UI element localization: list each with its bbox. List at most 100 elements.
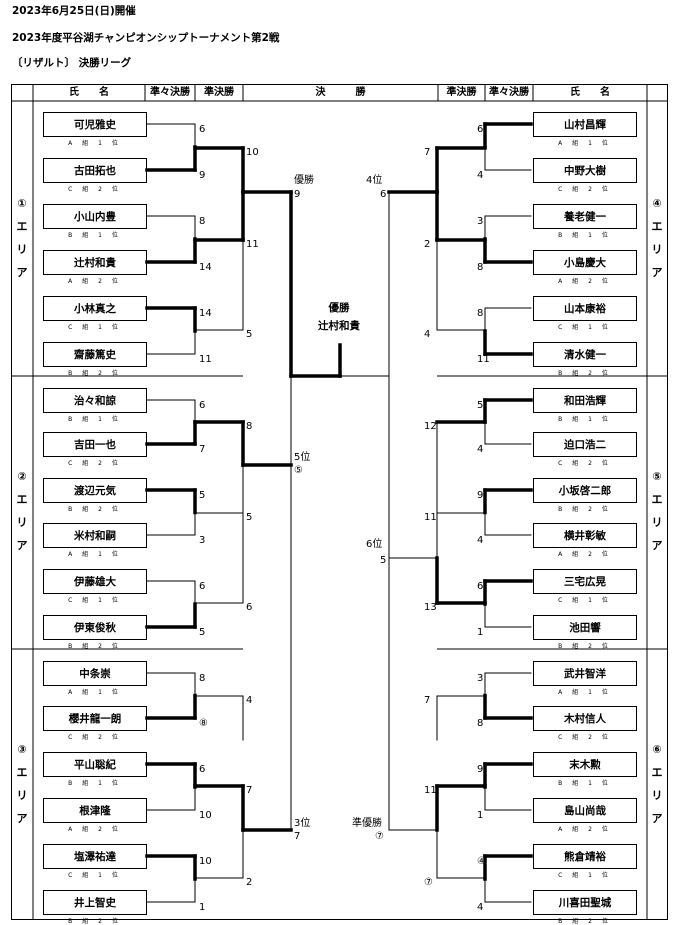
player-name: 三宅広晃 (533, 569, 637, 594)
area-4-label: ④エリア (651, 197, 663, 279)
player-name: 井上智史 (43, 890, 147, 915)
score-label: 7 (424, 147, 431, 158)
player-name: 中野大樹 (533, 158, 637, 183)
score-label: 5位 (294, 452, 311, 463)
player-rank: C 組 1 位 (558, 324, 612, 331)
score-label: 9 (477, 490, 484, 501)
player-rank: B 組 1 位 (558, 232, 612, 239)
player-name: 小山内豊 (43, 204, 147, 229)
player-rank: B 組 1 位 (68, 416, 122, 423)
area-2-label: ②エリア (16, 470, 28, 552)
player-name: 小坂啓二郎 (533, 478, 637, 503)
score-label: 2 (246, 877, 253, 888)
player-rank: C 組 2 位 (68, 186, 122, 193)
score-label: 3 (477, 673, 484, 684)
player-name: 山村昌輝 (533, 112, 637, 137)
player-rank: C 組 1 位 (68, 597, 122, 604)
champion-title: 優勝 (328, 302, 350, 314)
player-name: 川喜田聖城 (533, 890, 637, 915)
player-rank: C 組 2 位 (68, 734, 122, 741)
score-label: ④ (477, 856, 486, 867)
player-name: 古田拓也 (43, 158, 147, 183)
score-label: 9 (294, 189, 301, 200)
player-name: 山本康裕 (533, 296, 637, 321)
player-rank: B 組 2 位 (558, 506, 612, 513)
score-label: 11 (424, 512, 437, 523)
player-rank: A 組 1 位 (68, 551, 122, 558)
score-label: 5 (199, 490, 206, 501)
score-label: 5 (246, 512, 253, 523)
score-label: 4 (424, 329, 431, 340)
player-rank: B 組 1 位 (558, 780, 612, 787)
score-label: 3 (199, 535, 206, 546)
player-name: 塩澤祐達 (43, 844, 147, 869)
player-rank: B 組 1 位 (68, 232, 122, 239)
score-label: 6 (477, 581, 484, 592)
player-rank: C 組 2 位 (558, 186, 612, 193)
player-name: 伊東俊秋 (43, 615, 147, 640)
player-rank: B 組 2 位 (68, 370, 122, 377)
player-name: 養老健一 (533, 204, 637, 229)
score-label: 1 (477, 627, 484, 638)
area-5-label: ⑤エリア (651, 470, 663, 552)
player-rank: A 組 2 位 (68, 278, 122, 285)
header-name-left: 氏 名 (69, 87, 109, 98)
player-rank: A 組 2 位 (558, 278, 612, 285)
score-label: 5 (477, 400, 484, 411)
score-label: 14 (199, 262, 212, 273)
bracket-frame (11, 84, 668, 920)
player-name: 櫻井龍一朗 (43, 706, 147, 731)
score-label: 5 (199, 627, 206, 638)
score-label: 13 (424, 602, 437, 613)
score-label: 11 (246, 239, 259, 250)
player-name: 齋藤篤史 (43, 342, 147, 367)
score-label: 4 (246, 695, 253, 706)
score-label: 10 (246, 147, 259, 158)
score-label: 5 (380, 555, 387, 566)
player-name: 治々和諒 (43, 388, 147, 413)
player-name: 末木勲 (533, 752, 637, 777)
page-subtitle: 〔リザルト〕 決勝リーグ (12, 57, 132, 69)
score-label: 7 (294, 831, 301, 842)
score-label: ⑦ (375, 831, 384, 842)
champion-name: 辻村和貴 (318, 320, 360, 332)
header-sf-left: 準決勝 (204, 87, 234, 98)
player-rank: C 組 1 位 (558, 597, 612, 604)
event-date: 2023年6月25日(日)開催 (12, 5, 136, 17)
score-label: 7 (199, 444, 206, 455)
player-rank: A 組 1 位 (558, 140, 612, 147)
player-name: 武井智洋 (533, 661, 637, 686)
player-name: 島山尚哉 (533, 798, 637, 823)
score-label: 11 (477, 354, 490, 365)
player-rank: C 組 1 位 (68, 324, 122, 331)
score-label: 4 (477, 444, 484, 455)
score-label: 6 (199, 581, 206, 592)
score-label: ⑧ (199, 718, 208, 729)
player-rank: B 組 2 位 (558, 918, 612, 925)
player-rank: A 組 1 位 (68, 140, 122, 147)
player-rank: C 組 1 位 (68, 872, 122, 879)
score-label: ⑤ (294, 465, 303, 476)
score-label: 8 (199, 673, 206, 684)
player-name: 和田浩輝 (533, 388, 637, 413)
header-qf-right: 準々決勝 (489, 87, 529, 98)
score-label: 3位 (294, 818, 311, 829)
score-label: 10 (199, 856, 212, 867)
score-label: 5 (246, 329, 253, 340)
player-name: 迫口浩二 (533, 432, 637, 457)
player-rank: A 組 1 位 (68, 689, 122, 696)
player-name: 小林真之 (43, 296, 147, 321)
area-3-label: ③エリア (16, 743, 28, 825)
player-rank: A 組 2 位 (68, 826, 122, 833)
score-label: 14 (199, 308, 212, 319)
player-name: 中条崇 (43, 661, 147, 686)
score-label: 8 (246, 421, 253, 432)
player-rank: A 組 2 位 (558, 551, 612, 558)
score-label: 4 (477, 170, 484, 181)
score-label: 8 (477, 718, 484, 729)
header-sf-right: 準決勝 (446, 87, 477, 98)
player-rank: C 組 1 位 (558, 872, 612, 879)
header-qf-left: 準々決勝 (150, 87, 190, 98)
score-label: 3 (477, 216, 484, 227)
score-label: 6 (199, 400, 206, 411)
